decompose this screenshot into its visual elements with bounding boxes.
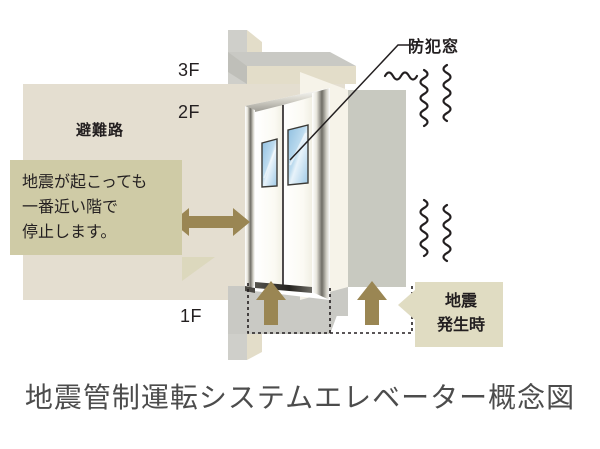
right-wall-panel (348, 90, 406, 287)
escape-route-label: 避難路 (76, 122, 125, 139)
callout-tail-stop (182, 257, 215, 281)
callout-tail-quake (398, 290, 415, 320)
callout-stop-line-2: 一番近い階で (22, 199, 119, 216)
security-window-label: 防犯窓 (408, 39, 460, 56)
floor-label-2f: 2F (178, 102, 201, 122)
callout-quake-line-1: 地震 (444, 293, 477, 310)
vibration-wave-icon-lower (419, 198, 452, 263)
arrow-up-icon-right (357, 281, 387, 325)
floor-label-1f: 1F (180, 306, 203, 326)
callout-stop-message: 地震が起こっても 一番近い階で 停止します。 (10, 160, 182, 255)
callout-earthquake: 地震 発生時 (415, 282, 503, 347)
callout-stop-line-3: 停止します。 (22, 224, 117, 241)
callout-quake-line-2: 発生時 (436, 317, 485, 334)
vibration-wave-icon-upper (383, 63, 452, 128)
double-arrow-horizontal-icon (172, 208, 250, 236)
leader-line-icon (289, 44, 420, 161)
floor-slab-3f (228, 52, 356, 84)
elevator-doorway (245, 88, 330, 300)
elevator-door-left (255, 105, 283, 286)
arrow-up-icon-left (256, 281, 286, 325)
diagram-caption: 地震管制運転システムエレベーター概念図 (24, 383, 576, 414)
floor-label-3f: 3F (178, 60, 201, 80)
callout-stop-line-1: 地震が起こっても (22, 174, 148, 191)
